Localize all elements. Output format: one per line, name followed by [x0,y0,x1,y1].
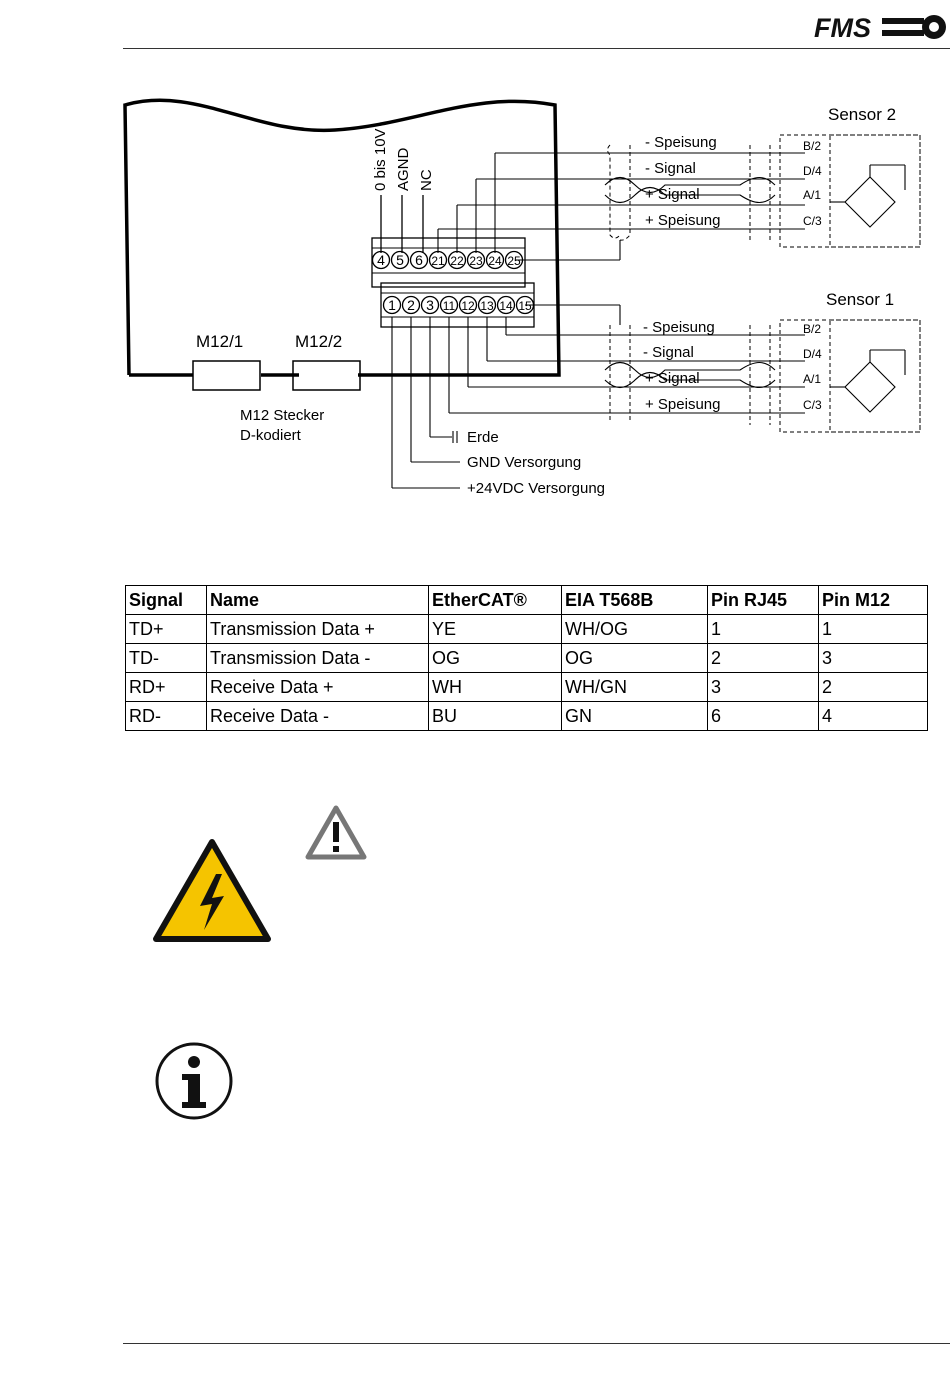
top-terminal-label: 23 [469,254,483,268]
cell: 2 [707,643,819,673]
bottom-terminal-circle [401,295,421,315]
cell: BU [428,701,562,731]
top-terminal-label: 25 [507,254,521,268]
cell: 6 [707,701,819,731]
footer-rule [123,1343,950,1344]
bottom-terminal-label: 11 [443,299,456,313]
th-name: Name [206,585,429,615]
bottom-terminal-circle [420,295,440,315]
table-header-row: Signal Name EtherCAT® EIA T568B Pin RJ45… [125,585,928,615]
bottom-terminal-label: 1 [388,297,396,313]
warning-triangle-icon [305,805,367,860]
label-erde: Erde [467,429,499,446]
label-d-kodiert: D-kodiert [240,427,302,444]
logo-text: FMS [814,13,871,43]
top-terminal-label: 21 [431,254,445,268]
bottom-terminal-circle [496,295,516,315]
s2-pin-c3: C/3 [803,214,822,228]
top-terminal-label: 6 [415,252,423,268]
s2-label-minus-signal: - Signal [645,160,696,177]
s2-pin-a1: A/1 [803,188,821,202]
connector-m12-2 [292,360,361,391]
s2-label-minus-speisung: - Speisung [645,134,717,151]
label-0-10v: 0 bis 10V [372,128,389,191]
bottom-terminal-circle [439,295,459,315]
cell: Transmission Data + [206,614,429,644]
table-row: TD- Transmission Data - OG OG 2 3 [125,643,928,673]
top-terminal-label: 22 [450,254,464,268]
cell: RD+ [125,672,207,702]
cell: OG [428,643,562,673]
cell: Receive Data + [206,672,429,702]
s2-pin-b2: B/2 [803,139,821,153]
bottom-terminal-circle [382,295,402,315]
cell: Receive Data - [206,701,429,731]
top-terminal-label: 4 [377,252,385,268]
cell: 3 [818,643,928,673]
s2-pin-d4: D/4 [803,164,822,178]
cell: TD- [125,643,207,673]
cell: TD+ [125,614,207,644]
cell: WH [428,672,562,702]
cell: WH/OG [561,614,708,644]
cell: 4 [818,701,928,731]
s1-label-minus-speisung: - Speisung [643,319,715,336]
th-eia: EIA T568B [561,585,708,615]
table-row: RD- Receive Data - BU GN 6 4 [125,701,928,731]
cell: 2 [818,672,928,702]
s1-pin-c3: C/3 [803,398,822,412]
s2-label-plus-speisung: + Speisung [645,212,720,229]
cell: Transmission Data - [206,643,429,673]
s1-pin-b2: B/2 [803,322,821,336]
bottom-terminal-label: 3 [426,297,434,313]
cell: WH/GN [561,672,708,702]
s1-pin-a1: A/1 [803,372,821,386]
cell: RD- [125,701,207,731]
bottom-terminal-circle [477,295,497,315]
bottom-terminal-label: 2 [407,297,415,313]
info-icon [155,1042,233,1120]
header-rule [123,48,950,49]
sensor2-title: Sensor 2 [828,105,896,124]
cell: 1 [707,614,819,644]
table-row: RD+ Receive Data + WH WH/GN 3 2 [125,672,928,702]
top-terminal-label: 5 [396,252,404,268]
s2-label-plus-signal: + Signal [645,186,700,203]
th-pin-m12: Pin M12 [818,585,928,615]
label-m12-1: M12/1 [196,332,243,351]
bottom-terminal-circle [458,295,478,315]
bottom-terminal-label: 13 [480,299,494,313]
s1-label-minus-signal: - Signal [643,344,694,361]
label-gnd-versorgung: GND Versorgung [467,454,581,471]
s1-pin-d4: D/4 [803,347,822,361]
bottom-terminal-label: 12 [461,299,475,313]
top-terminal-circle [409,250,429,270]
signal-table: Signal Name EtherCAT® EIA T568B Pin RJ45… [125,585,928,731]
label-m12-stecker: M12 Stecker [240,407,324,424]
label-24vdc-versorgung: +24VDC Versorgung [467,480,605,497]
label-agnd: AGND [395,147,412,191]
label-nc: NC [418,169,435,191]
th-pin-rj45: Pin RJ45 [707,585,819,615]
bottom-terminal-label: 14 [499,299,513,313]
s1-label-plus-speisung: + Speisung [645,396,720,413]
sensor1-title: Sensor 1 [826,290,894,309]
top-terminal-label: 24 [488,254,502,268]
th-signal: Signal [125,585,207,615]
label-m12-2: M12/2 [295,332,342,351]
cell: OG [561,643,708,673]
high-voltage-icon [153,839,271,942]
bottom-terminal-label: 15 [518,299,532,313]
fms-logo: FMS [814,13,946,43]
cell: GN [561,701,708,731]
th-ethercat: EtherCAT® [428,585,562,615]
top-terminal-circle [390,250,410,270]
s1-label-plus-signal: + Signal [645,370,700,387]
table-row: TD+ Transmission Data + YE WH/OG 1 1 [125,614,928,644]
cell: YE [428,614,562,644]
cell: 3 [707,672,819,702]
cell: 1 [818,614,928,644]
connector-m12-1 [192,360,261,391]
